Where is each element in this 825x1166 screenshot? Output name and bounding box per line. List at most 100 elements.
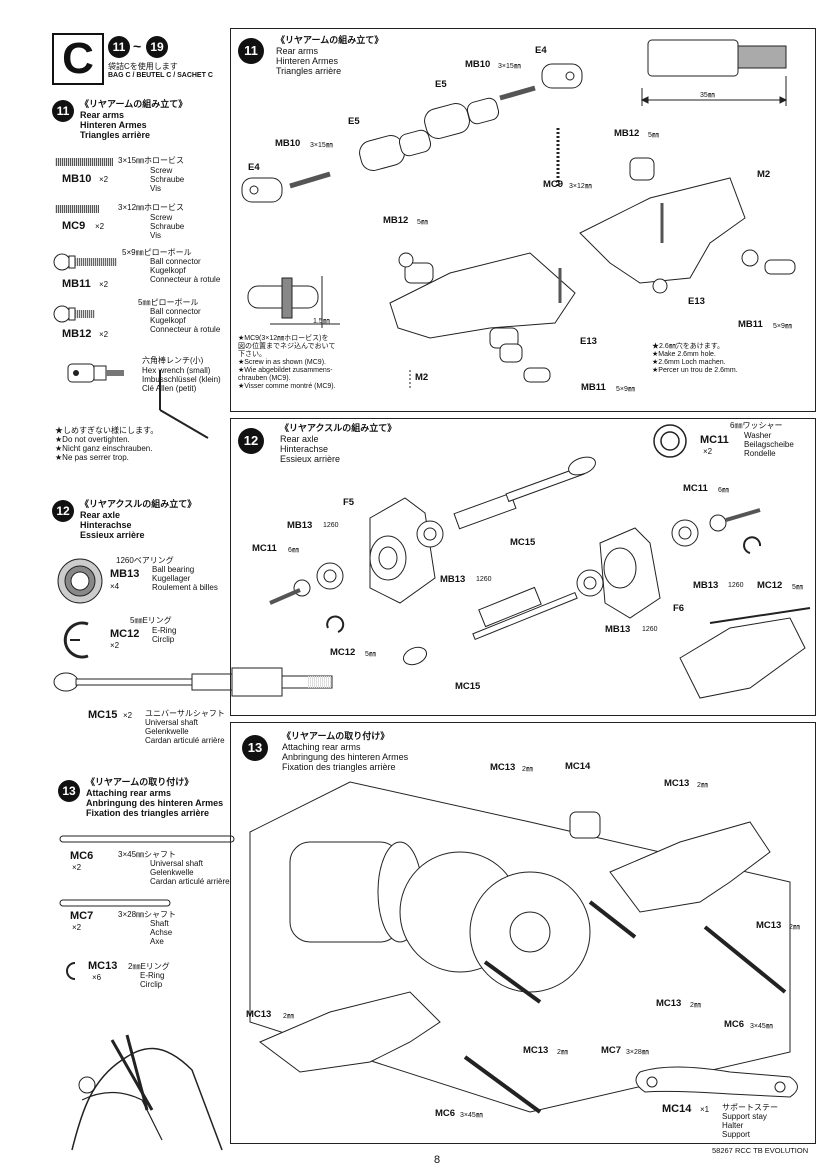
lbl-mb11b: MB11 — [581, 382, 606, 393]
mc9-size: 3×12㎜ホロービス — [118, 203, 185, 212]
mb10-size: 3×15㎜ホロービス — [118, 156, 185, 165]
lbl-mc15b: MC15 — [455, 681, 481, 692]
lbl-dim35: 35㎜ — [700, 92, 715, 99]
mb13-qty: ×4 — [110, 582, 120, 591]
lbl-e13b: E13 — [580, 336, 597, 347]
mb13-l3: Roulement à billes — [152, 583, 218, 592]
lbl-e4b: E4 — [535, 45, 547, 56]
step-11-badge-left: 11 — [52, 100, 74, 122]
mc6-qty: ×2 — [72, 863, 82, 872]
lbl-mc11a: MC11 — [252, 543, 277, 554]
universal-shaft-icon — [53, 667, 333, 697]
ball-connector-5x9-icon — [53, 253, 117, 271]
mb11-l3: Connecteur à rotule — [150, 275, 221, 284]
s13-de: Anbringung des hinteren Armes — [86, 798, 224, 808]
washer-qty: ×2 — [703, 447, 713, 456]
s12-en: Rear axle — [80, 510, 121, 520]
mc6-size: 3×45㎜シャフト — [118, 850, 177, 859]
mc9-qty: ×2 — [95, 222, 105, 231]
mc12-size: 5㎜Eリング — [130, 616, 172, 625]
box12-fr: Essieux arrière — [280, 454, 341, 464]
note-hole-line: ★Percer un trou de 2.6mm. — [652, 367, 738, 374]
mc15-l1: Universal shaft — [145, 718, 198, 727]
step-11-badge: 11 — [238, 38, 264, 64]
lbl-mc13b: MC13 — [664, 778, 690, 789]
mb13-l1: Ball bearing — [152, 565, 195, 574]
box12-de: Hinterachse — [280, 444, 329, 454]
support-qty: ×1 — [700, 1105, 710, 1114]
lbl-mc13d: MC13 — [656, 998, 682, 1009]
mb11-l1: Ball connector — [150, 257, 201, 266]
box12-en: Rear axle — [280, 434, 319, 444]
step-11-box — [230, 28, 816, 412]
note-mc9: ★MC9(3×12㎜ホロービス)を 図の位置までネジ込んでおいて 下さい。 ★S… — [238, 335, 336, 391]
note-mc9-line: 図の位置までネジ込んでおいて — [238, 343, 336, 350]
washer-6mm-icon — [653, 424, 687, 458]
mc7-l2: Achse — [150, 928, 173, 937]
lbl-f6: F6 — [673, 603, 685, 614]
mc7-size: 3×28㎜シャフト — [118, 910, 177, 919]
box13-en: Attaching rear arms — [282, 742, 361, 752]
screw-12mm-icon — [55, 205, 99, 213]
bag-letter-box: C — [52, 33, 104, 85]
ball-connector-5mm-icon — [53, 305, 95, 323]
lbl-mb13d: MB13 — [605, 624, 631, 635]
s13-jp: 《リヤアームの取り付け》 — [86, 777, 194, 787]
mc12-code: MC12 — [110, 628, 140, 640]
mc13-size: 2㎜Eリング — [128, 962, 170, 971]
lbl-mc7: MC7 — [601, 1045, 622, 1056]
lbl-mc15a: MC15 — [510, 537, 536, 548]
step-13-badge: 13 — [242, 735, 268, 761]
mb10-l1: Screw — [150, 166, 173, 175]
lbl-mc12a: MC12 — [330, 647, 356, 658]
lbl-mc13c-s: 2㎜ — [789, 924, 800, 931]
pliers-illustration — [71, 1034, 223, 1151]
mc6-l2: Gelenkwelle — [150, 868, 194, 877]
lbl-mc13c: MC13 — [756, 920, 782, 931]
step-to-badge: 19 — [146, 36, 168, 58]
lbl-mc13b-s: 2㎜ — [697, 782, 708, 789]
rear-axle-diagram — [269, 456, 811, 699]
mc13-code: MC13 — [88, 960, 118, 972]
lbl-mc6b: MC6 — [435, 1108, 456, 1119]
lbl-mc6a: MC6 — [724, 1019, 745, 1030]
mc13-l1: E-Ring — [140, 971, 165, 980]
washer-l3: Rondelle — [744, 449, 776, 458]
lbl-mc6b-s: 3×45㎜ — [460, 1112, 483, 1119]
wrench-fr: Clé Allen (petit) — [142, 384, 197, 393]
mb10-l2: Schraube — [150, 175, 185, 184]
lbl-e4a: E4 — [248, 162, 260, 173]
mc15-size: ユニバーサルシャフト — [145, 709, 225, 718]
lbl-f5: F5 — [343, 497, 355, 508]
mc7-l1: Shaft — [150, 919, 169, 928]
lbl-mc13e: MC13 — [246, 1009, 272, 1020]
mb10-qty: ×2 — [99, 175, 109, 184]
mb11-code: MB11 — [62, 278, 91, 290]
mc12-l2: Circlip — [152, 635, 175, 644]
mb12-qty: ×2 — [99, 330, 109, 339]
lbl-dim15: 1.5㎜ — [313, 318, 330, 325]
step-12-box — [230, 418, 816, 716]
lbl-mb12b-s: 5㎜ — [417, 219, 428, 226]
box13-fr: Fixation des triangles arrière — [282, 762, 396, 772]
step-13-badge-left: 13 — [58, 780, 80, 802]
s13-en: Attaching rear arms — [86, 788, 172, 798]
mc15-l3: Cardan articulé arrière — [145, 736, 225, 745]
step-from-badge: 11 — [108, 36, 130, 58]
mc9-l1: Screw — [150, 213, 173, 222]
bag-letter: C — [62, 34, 94, 83]
lbl-mc9: MC9 — [543, 179, 564, 190]
mc9-code: MC9 — [62, 220, 86, 232]
page-number: 8 — [434, 1154, 441, 1166]
screw-15mm-icon — [55, 158, 113, 166]
warn-jp: ★しめすぎない様にします。 — [55, 426, 159, 435]
lbl-mc9-s: 3×12㎜ — [569, 183, 592, 190]
mb12-l3: Connecteur à rotule — [150, 325, 221, 334]
lbl-mb12b: MB12 — [383, 215, 409, 226]
s12-fr: Essieux arrière — [80, 530, 145, 540]
bag-multi: BAG C / BEUTEL C / SACHET C — [108, 72, 213, 79]
lbl-mc12b-s: 5㎜ — [792, 584, 803, 591]
s11-fr: Triangles arrière — [80, 130, 151, 140]
lbl-m2b: M2 — [415, 372, 429, 383]
wrench-de: Imbusschlüssel (klein) — [142, 375, 221, 384]
